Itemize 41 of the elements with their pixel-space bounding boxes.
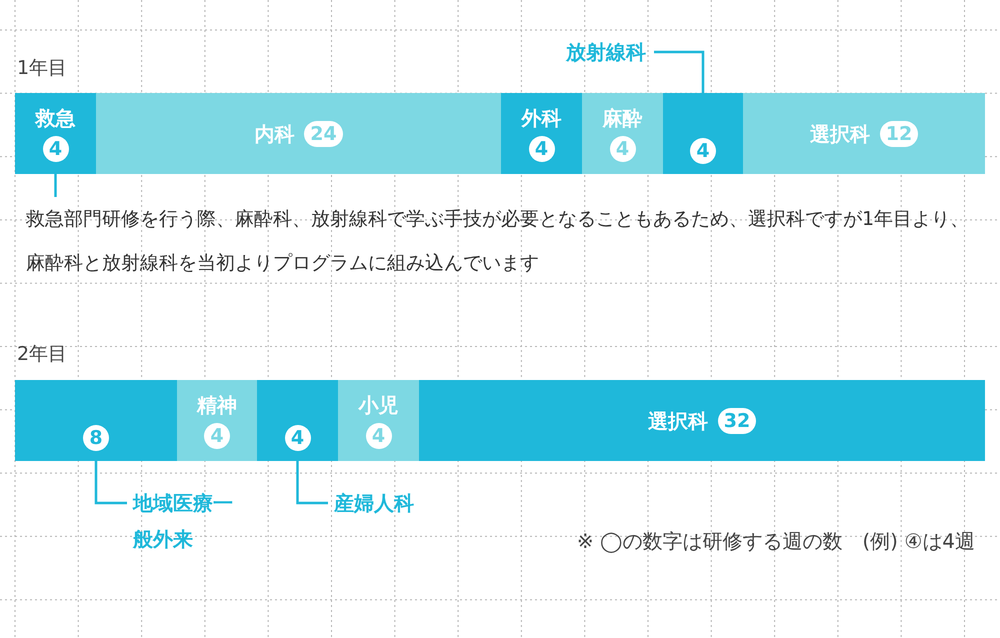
department-label: 放射線科 [566, 34, 646, 70]
rotation-block [338, 380, 419, 461]
department-name: 救急 [36, 106, 76, 130]
rotation-block [419, 380, 985, 461]
note-text: 救急部門研修を行う際、麻酔科、放射線科で学ぶ手技が必要となることもあるため、選択科ですが1年目より、麻酔科と放射線科を当初よりプログラムに組み込んでいます [26, 197, 986, 285]
department-name: 選択科 [648, 408, 708, 432]
week-badge: 4 [366, 422, 392, 448]
rotation-block [257, 380, 338, 461]
rotation-block [582, 93, 663, 174]
week-badge: 4 [284, 425, 310, 451]
leader-line [654, 50, 704, 93]
rotation-block [15, 93, 96, 174]
week-badge: 8 [83, 425, 109, 451]
week-badge: 4 [528, 136, 554, 162]
rotation-block [663, 93, 743, 174]
leader-line [94, 461, 127, 504]
week-badge: 4 [690, 138, 716, 164]
department-label: 地域医療一般外来 [133, 485, 237, 557]
week-badge: 24 [304, 120, 343, 146]
department-name: 外科 [522, 106, 562, 130]
department-name: 選択科 [810, 122, 870, 146]
department-name: 内科 [254, 122, 294, 146]
week-badge: 4 [204, 422, 230, 448]
rotation-block [743, 93, 985, 174]
week-badge: 32 [718, 408, 756, 434]
rotation-block [15, 380, 177, 461]
department-name: 小児 [358, 392, 398, 416]
year-label: 2年目 [17, 342, 68, 366]
department-name: 精神 [197, 392, 237, 416]
department-label: 産婦人科 [334, 485, 414, 521]
department-name: 麻酔 [602, 106, 642, 130]
year-label: 1年目 [17, 56, 68, 80]
week-badge: 4 [610, 136, 636, 162]
rotation-block [501, 93, 582, 174]
leader-line [54, 174, 57, 197]
week-badge: 12 [880, 120, 918, 146]
leader-line [296, 461, 328, 504]
footnote: ※ ◯の数字は研修する週の数 (例) ④は4週 [576, 529, 975, 553]
rotation-block [96, 93, 501, 174]
rotation-block [177, 380, 257, 461]
week-badge: 4 [42, 136, 68, 162]
